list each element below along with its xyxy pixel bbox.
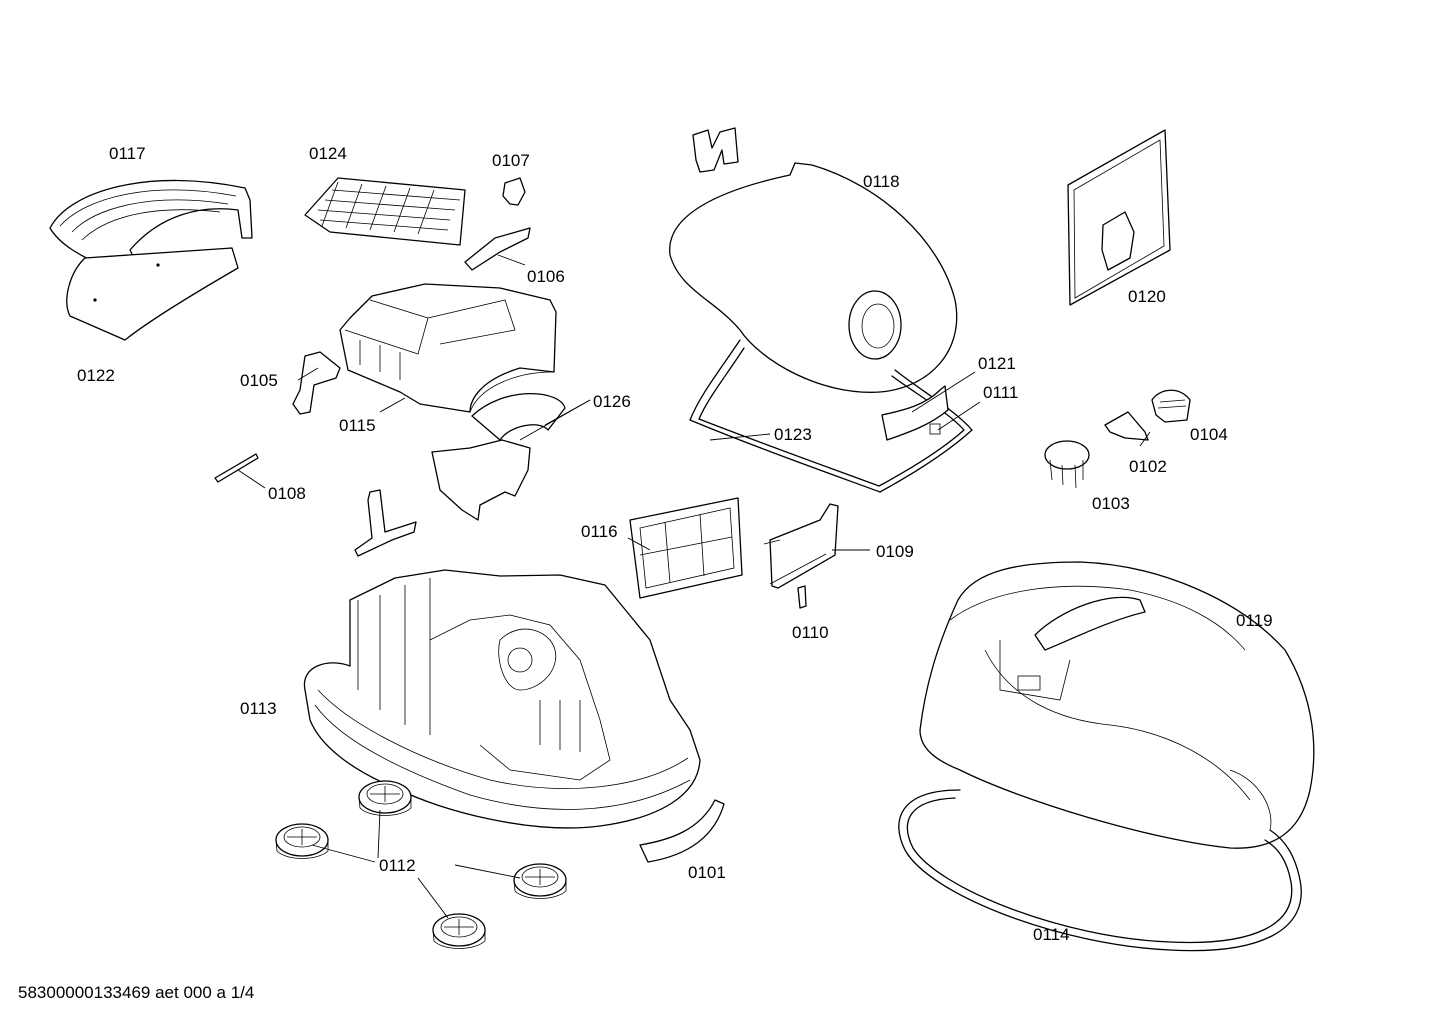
label-0110: 0110 xyxy=(792,623,829,642)
label-0119: 0119 xyxy=(1236,611,1273,630)
part-0107-clip xyxy=(502,177,526,206)
part-0115-motor-housing xyxy=(339,283,557,413)
part-0119-body xyxy=(919,561,1315,849)
label-0112: 0112 xyxy=(379,856,416,875)
label-0105: 0105 xyxy=(240,371,278,390)
part-0126-baffle xyxy=(431,393,566,521)
part-bracket xyxy=(354,489,417,557)
label-0103: 0103 xyxy=(1092,494,1130,513)
part-0113-base xyxy=(303,569,701,829)
label-0123: 0123 xyxy=(774,425,812,444)
label-0120: 0120 xyxy=(1128,287,1166,306)
part-0109-bracket xyxy=(763,503,839,589)
part-0121-latch xyxy=(881,385,949,441)
part-0114-seal-ring xyxy=(898,789,1302,952)
label-0102: 0102 xyxy=(1129,457,1167,476)
label-0107: 0107 xyxy=(492,151,530,170)
part-0105-latch xyxy=(292,351,341,415)
label-0115: 0115 xyxy=(339,416,376,435)
leader-lines xyxy=(237,254,1151,919)
label-0106: 0106 xyxy=(527,267,565,286)
part-clip-top xyxy=(692,127,739,173)
document-id-footer: 58300000133469 aet 000 a 1/4 xyxy=(18,983,255,1002)
label-0101: 0101 xyxy=(688,863,726,882)
part-0106-spring xyxy=(464,227,531,271)
label-0121: 0121 xyxy=(978,354,1016,373)
label-0124: 0124 xyxy=(309,144,347,163)
label-0108: 0108 xyxy=(268,484,306,503)
part-0116-filter-frame xyxy=(629,497,743,599)
part-0124-filter xyxy=(304,177,466,246)
label-0109: 0109 xyxy=(876,542,914,561)
part-0103-cap xyxy=(1044,440,1090,489)
part-0102-bracket xyxy=(1104,411,1149,441)
part-0120-bag xyxy=(1067,129,1171,306)
part-0110-clip xyxy=(797,585,807,609)
part-0112-wheel-1 xyxy=(358,780,412,816)
label-0117: 0117 xyxy=(109,144,146,163)
part-0112-wheel-4 xyxy=(432,913,486,949)
label-0113: 0113 xyxy=(240,699,277,718)
part-0101-bumper xyxy=(639,799,725,863)
label-0104: 0104 xyxy=(1190,425,1228,444)
part-0118-lid xyxy=(669,162,958,393)
part-0112-wheel-3 xyxy=(513,863,567,899)
part-0104-cap xyxy=(1151,389,1191,423)
label-0122: 0122 xyxy=(77,366,115,385)
part-0122-plate xyxy=(66,247,239,341)
part-0123-seal xyxy=(689,339,973,493)
part-0112-wheel-2 xyxy=(275,823,329,859)
label-0114: 0114 xyxy=(1033,925,1070,944)
label-0111: 0111 xyxy=(983,383,1019,402)
label-0126: 0126 xyxy=(593,392,631,411)
label-0116: 0116 xyxy=(581,522,618,541)
part-0108-pin xyxy=(214,453,259,483)
label-0118: 0118 xyxy=(863,172,900,191)
